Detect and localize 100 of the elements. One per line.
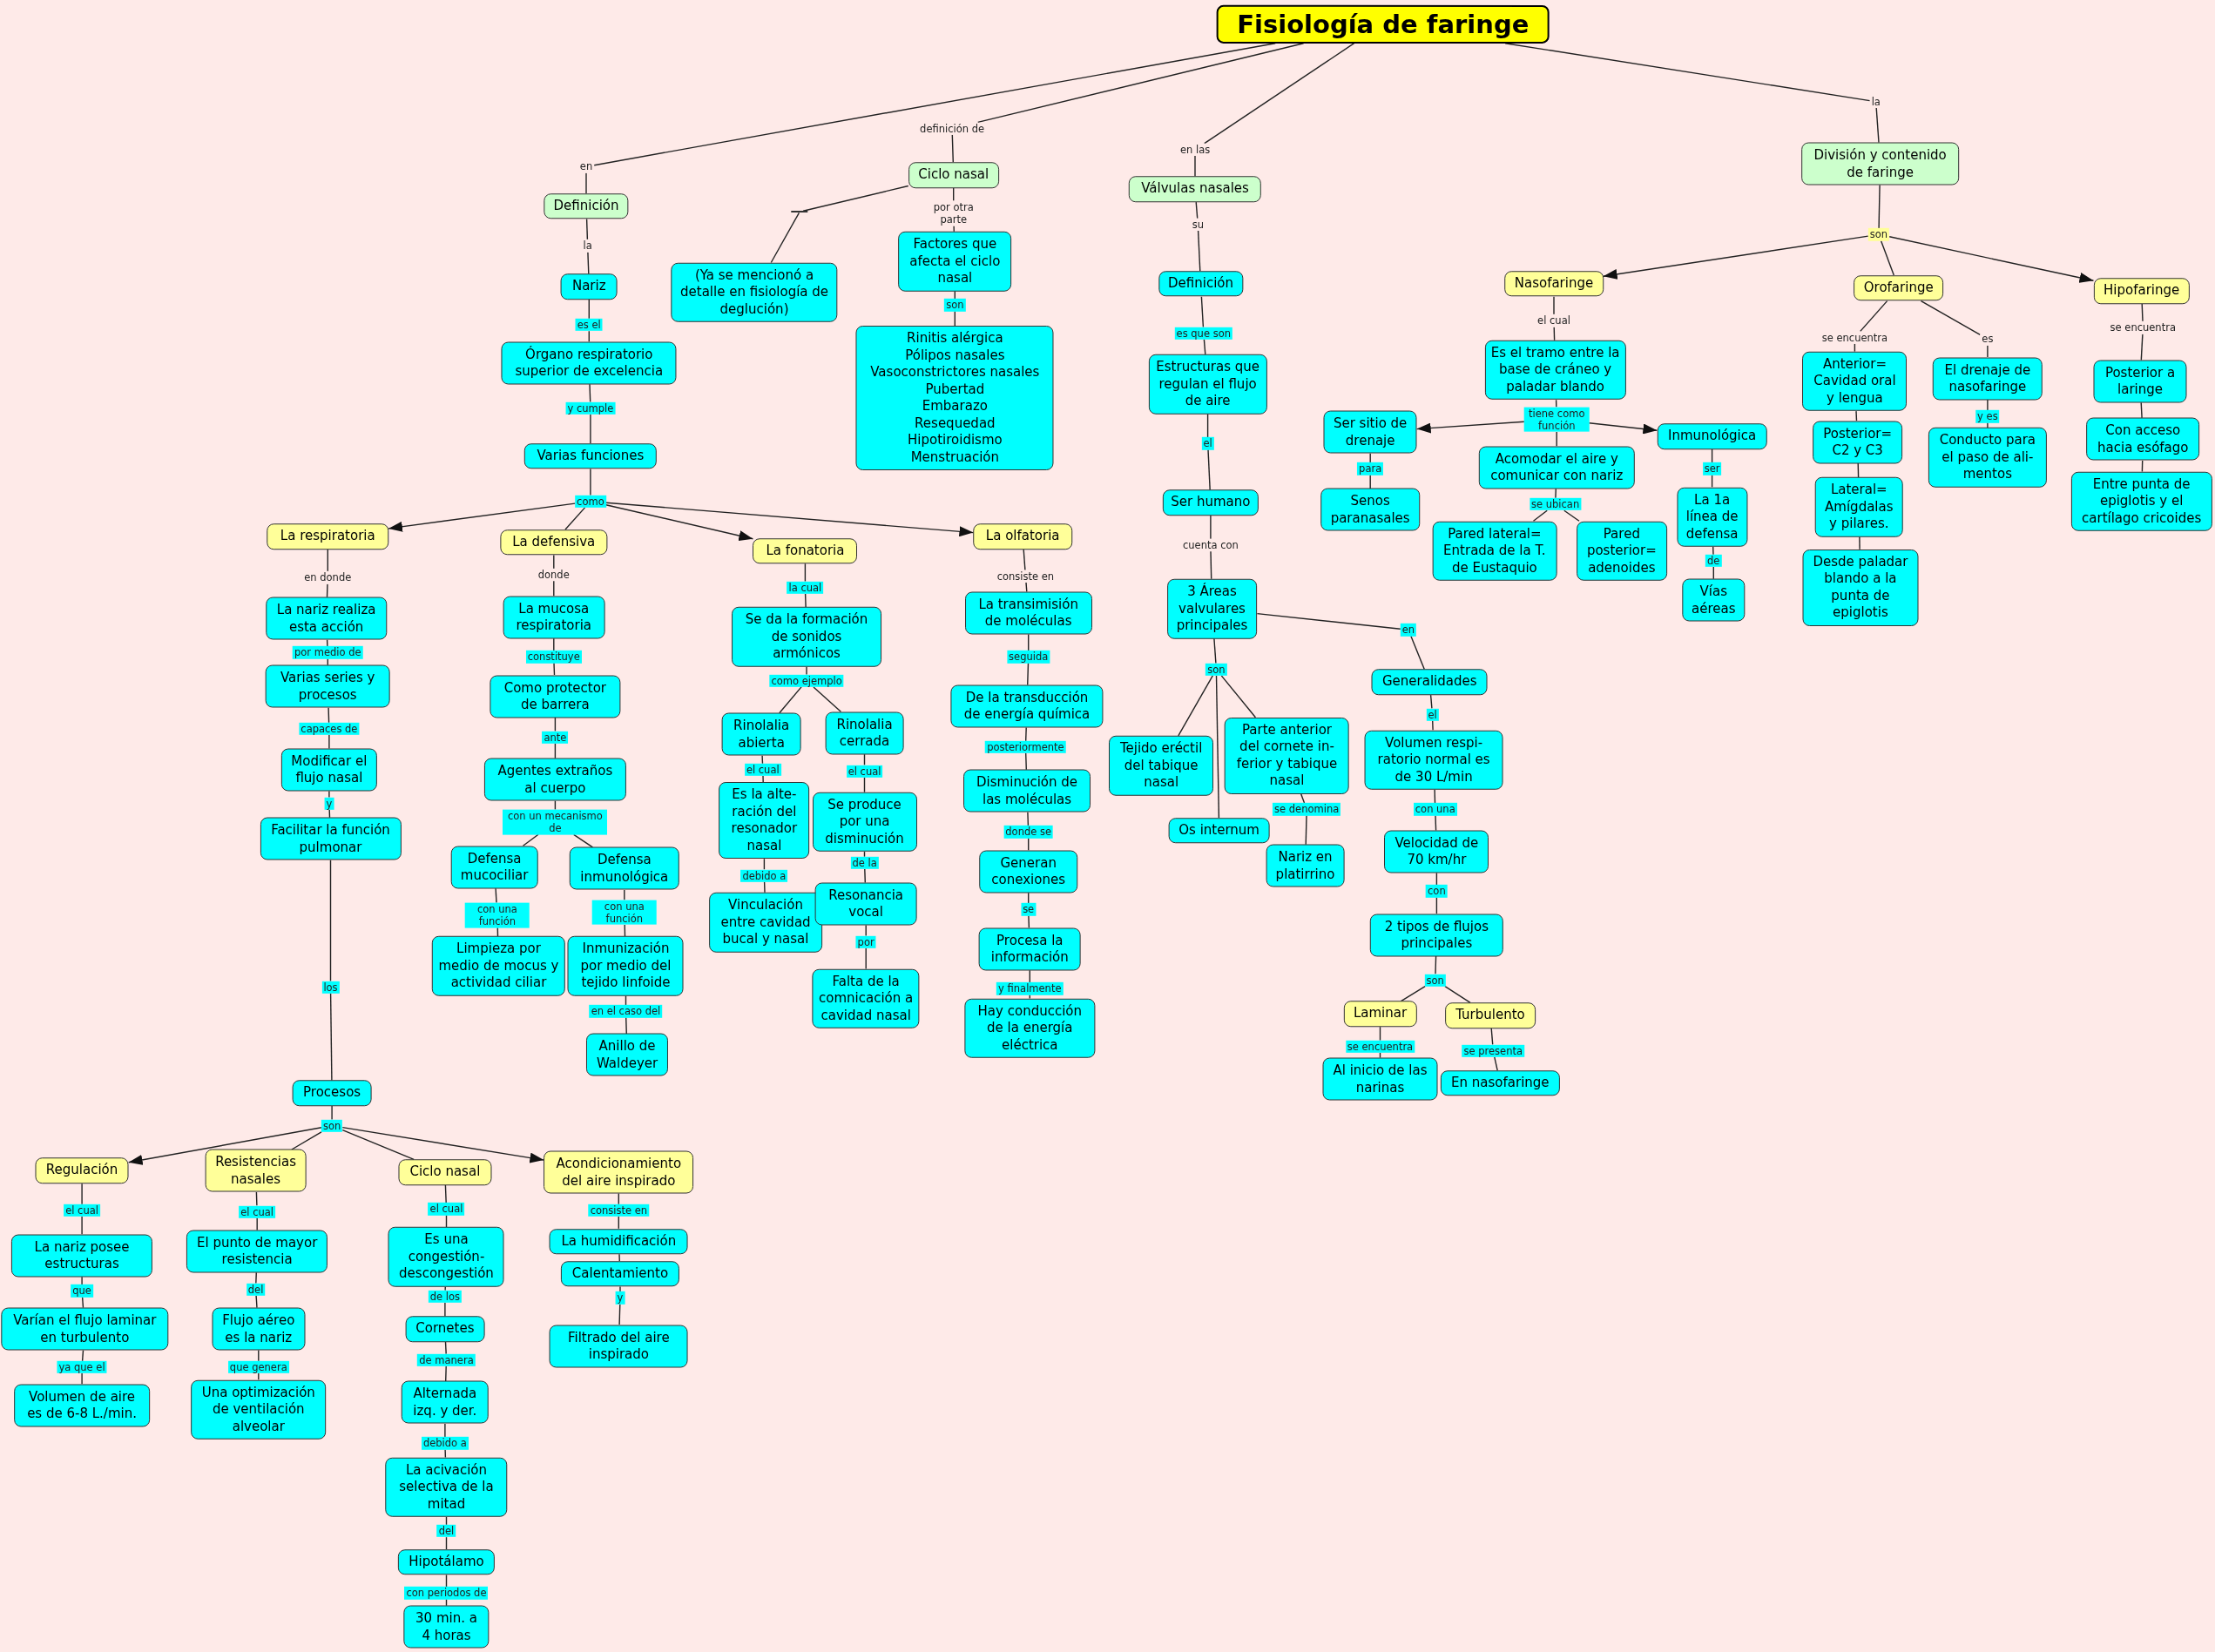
arrow: [388, 502, 576, 532]
connector-line: [329, 993, 333, 1082]
link-label: en el caso del: [589, 1005, 663, 1018]
connector-line: [1987, 344, 1989, 358]
concept-box: Rinolalia cerrada: [825, 711, 904, 755]
connector-line: [1432, 720, 1434, 731]
concept-box: Modificar el flujo nasal: [280, 748, 377, 792]
link-label: son: [1424, 974, 1446, 987]
concept-box: El drenaje de nasofaringe: [1932, 357, 2043, 401]
concept-box: Varias series y procesos: [265, 664, 390, 708]
connector-line: [1860, 300, 1888, 333]
concept-box: Volumen de aire es de 6-8 L./min.: [14, 1384, 150, 1427]
connector-line: [1553, 296, 1555, 315]
link-label: son: [1205, 663, 1227, 676]
connector-line: [625, 1016, 627, 1035]
concept-box: Una optimización de ventilación alveolar: [190, 1379, 327, 1440]
concept-box: Pared posterior= adenoides: [1576, 521, 1667, 581]
concept-box: De la transducción de energía química: [950, 684, 1104, 728]
connector-line: [589, 383, 591, 403]
concept-box: Posterior a laringe: [2093, 360, 2187, 403]
link-label: se denomina: [1273, 803, 1341, 816]
concept-box: Generalidades: [1371, 669, 1488, 696]
arrow: [1603, 235, 1869, 280]
concept-box: La defensiva: [500, 529, 608, 556]
concept-box: La nariz realiza esta acción: [265, 597, 388, 640]
concept-box: Desde paladar blando a la punta de epiglotis: [1802, 549, 1919, 626]
dash-mark: [791, 211, 808, 213]
connector-line: [1435, 896, 1438, 914]
concept-box: Os internum: [1168, 817, 1270, 844]
concept-box: Válvulas nasales: [1128, 176, 1262, 203]
connector-line: [81, 1276, 83, 1285]
connector-line: [1712, 546, 1714, 556]
concept-box: Ser sitio de drenaje: [1323, 410, 1417, 454]
connector-line: [1878, 184, 1881, 229]
connector-line: [1200, 296, 1205, 328]
connector-line: [81, 1183, 83, 1205]
connector-line: [1204, 43, 1355, 145]
concept-box: Orofaringe: [1853, 275, 1944, 301]
connector-line: [329, 860, 332, 982]
concept-box: Calentamiento: [560, 1261, 680, 1287]
concept-box: Es una congestión- descongestión: [388, 1227, 504, 1287]
connector-line: [813, 686, 842, 712]
connector-line: [1490, 1028, 1494, 1046]
concept-box: La respiratoria: [267, 523, 388, 550]
arrow: [605, 502, 975, 537]
concept-box: Ciclo nasal: [398, 1159, 492, 1185]
link-label: el cual: [744, 763, 781, 777]
concept-box: Se produce por una disminución: [812, 792, 917, 853]
concept-box: Posterior= C2 y C3: [1812, 421, 1903, 464]
connector-line: [444, 1184, 447, 1204]
connector-line: [553, 554, 555, 570]
connector-line: [522, 833, 539, 846]
connector-line: [977, 43, 1305, 124]
link-label: se encuentra: [1345, 1040, 1415, 1053]
connector-line: [864, 868, 866, 884]
arrow: [341, 1126, 545, 1163]
connector-line: [1025, 726, 1027, 742]
connector-line: [564, 507, 586, 530]
concept-box: La olfatoria: [973, 523, 1072, 550]
concept-box: Tejido eréctil del tabique nasal: [1109, 735, 1214, 796]
concept-box: Parte anterior del cornete in- ferior y tabique nasal: [1225, 717, 1349, 794]
link-label: tiene como función: [1523, 407, 1590, 433]
connector-line: [618, 1253, 620, 1262]
concept-box: Defensa inmunológica: [569, 846, 680, 890]
link-label: el cual: [239, 1205, 276, 1218]
connector-line: [863, 851, 866, 858]
link-label: ya que el: [57, 1360, 107, 1374]
concept-box: Defensa mucociliar: [450, 846, 538, 889]
connector-line: [445, 1598, 448, 1607]
concept-box: Estructuras que regulan el flujo de aire: [1148, 354, 1267, 415]
link-label: que genera: [227, 1360, 289, 1374]
concept-box: Regulación: [35, 1157, 129, 1184]
link-label: con: [1426, 885, 1448, 898]
concept-box: Generan conexiones: [978, 850, 1078, 893]
connector-line: [1379, 1052, 1381, 1059]
link-label: que: [71, 1285, 93, 1298]
link-label: el cual: [428, 1203, 465, 1216]
connector-line: [1555, 488, 1557, 499]
connector-line: [763, 881, 766, 893]
link-label: debido a: [421, 1437, 469, 1450]
concept-box: Nariz: [560, 273, 618, 300]
connector-line: [1025, 752, 1027, 771]
link-label: debido a: [740, 869, 788, 882]
connector-line: [802, 185, 909, 212]
concept-box: La humidificación: [549, 1228, 688, 1255]
link-label: del: [436, 1524, 456, 1538]
concept-box: Pared lateral= Entrada de la T. de Eustaquio: [1432, 521, 1557, 581]
concept-box: Ser humano: [1162, 489, 1259, 516]
concept-box: La mucosa respiratoria: [503, 596, 605, 639]
connector-line: [2141, 303, 2144, 322]
connector-line: [1210, 515, 1212, 540]
connector-line: [1256, 612, 1401, 630]
concept-box: Conducto para el paso de ali- mentos: [1928, 428, 2047, 488]
link-label: con una función: [591, 900, 658, 926]
link-label: el cual: [64, 1204, 100, 1217]
connector-line: [326, 583, 328, 598]
link-label: se presenta: [1462, 1044, 1524, 1057]
connector-line: [553, 580, 555, 597]
connector-line: [258, 1372, 260, 1380]
list-item: Rinitis alérgica: [906, 330, 1004, 347]
